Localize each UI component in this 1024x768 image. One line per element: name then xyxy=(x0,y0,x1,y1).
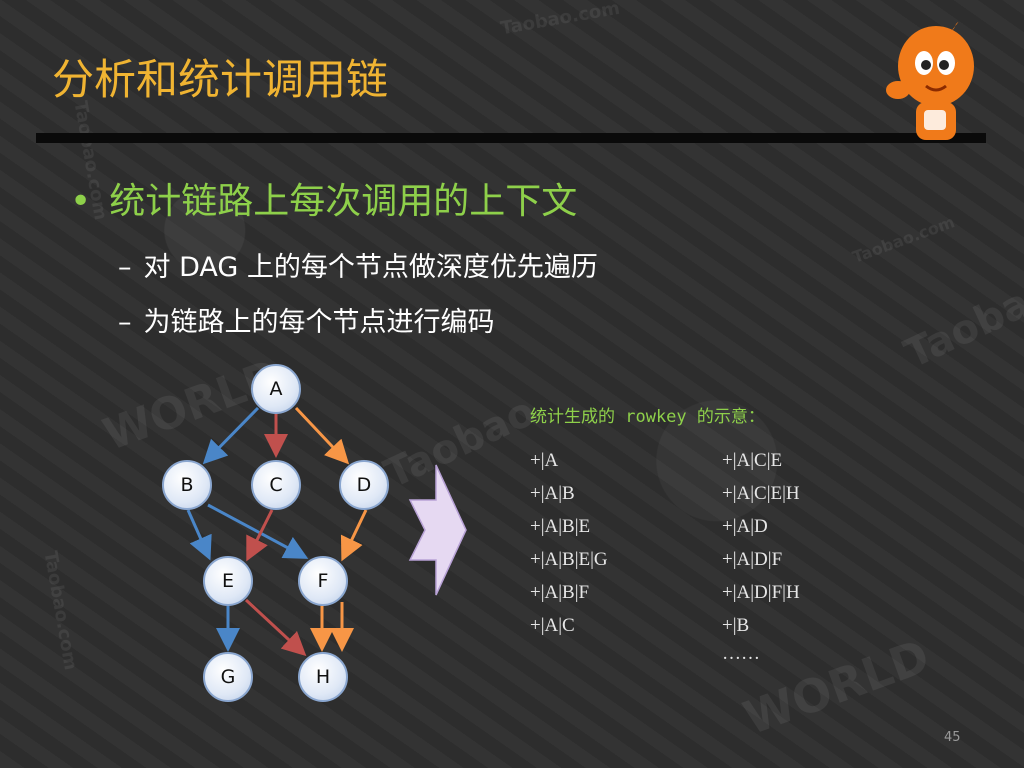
mascot-logo xyxy=(886,22,974,140)
rowkey-left-5: +|A|B|F xyxy=(530,582,590,603)
title-divider xyxy=(36,133,986,143)
bullet-marker: • xyxy=(70,181,92,222)
rowkey-right-4: +|A|D|F xyxy=(722,549,783,570)
sub-bullet-text: 对 DAG 上的每个节点做深度优先遍历 xyxy=(143,252,598,283)
dag-node-h: H xyxy=(298,652,348,702)
sub-bullet-1: –对 DAG 上的每个节点做深度优先遍历 xyxy=(118,245,598,284)
sub-bullet-2: –为链路上的每个节点进行编码 xyxy=(118,300,495,339)
edge-b-e xyxy=(186,509,212,561)
page-number: 45 xyxy=(944,730,961,745)
rowkey-right-3: +|A|D xyxy=(722,516,768,537)
bullet-text: 统计链路上每次调用的上下文 xyxy=(109,181,578,222)
edge-a-d xyxy=(294,406,350,465)
rowkey-left-6: +|A|C xyxy=(530,615,575,636)
dag-node-b: B xyxy=(162,460,212,510)
edge-d-f xyxy=(340,509,368,562)
sub-bullet-text: 为链路上的每个节点进行编码 xyxy=(143,307,495,338)
edge-c-e xyxy=(246,509,274,562)
rowkey-right-2: +|A|C|E|H xyxy=(722,483,800,504)
rowkey-ellipsis: …… xyxy=(722,643,760,664)
edge-a-b xyxy=(202,406,260,465)
dag-node-f: F xyxy=(298,556,348,606)
edge-b-f xyxy=(207,503,309,559)
rowkey-left-2: +|A|B xyxy=(530,483,575,504)
dag-node-d: D xyxy=(339,460,389,510)
rowkey-left-3: +|A|B|E xyxy=(530,516,591,537)
rowkey-caption: 统计生成的 rowkey 的示意： xyxy=(530,407,765,427)
main-bullet: • 统计链路上每次调用的上下文 xyxy=(70,172,577,224)
sub-bullet-marker: – xyxy=(118,307,132,338)
rowkey-right-5: +|A|D|F|H xyxy=(722,582,800,603)
dag-node-c: C xyxy=(251,460,301,510)
rowkey-right-1: +|A|C|E xyxy=(722,450,783,471)
rowkey-right-6: +|B xyxy=(722,615,750,636)
rowkey-left-4: +|A|B|E|G xyxy=(530,549,608,570)
sub-bullet-marker: – xyxy=(118,252,132,283)
dag-node-g: G xyxy=(203,652,253,702)
dag-node-a: A xyxy=(251,364,301,414)
slide-title: 分析和统计调用链 xyxy=(52,55,389,104)
rowkey-left-1: +|A xyxy=(530,450,559,471)
edge-e-h xyxy=(244,598,307,657)
dag-node-e: E xyxy=(203,556,253,606)
right-arrow-shape xyxy=(408,464,467,596)
